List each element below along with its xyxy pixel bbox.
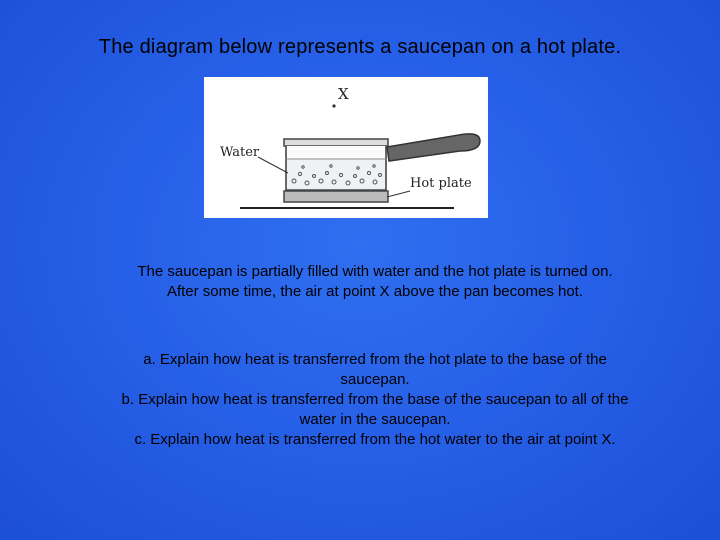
- saucepan-diagram: X Water Hot plate: [204, 77, 488, 218]
- intro-text: The saucepan is partially filled with wa…: [137, 263, 613, 300]
- question-list: a. Explain how heat is transferred from …: [110, 350, 640, 450]
- pan-handle: [386, 133, 481, 162]
- pan-rim: [283, 138, 389, 147]
- hot-plate: [283, 190, 389, 203]
- water-label: Water: [220, 145, 260, 160]
- slide-title: The diagram below represents a saucepan …: [98, 36, 622, 58]
- saucepan-drawing: [240, 104, 481, 209]
- hotplate-leader-line: [386, 190, 411, 198]
- question-c: c. Explain how heat is transferred from …: [134, 431, 616, 448]
- water-leader-line: [257, 156, 289, 174]
- question-b: b. Explain how heat is transferred from …: [121, 391, 629, 428]
- point-x-label: X: [338, 85, 349, 103]
- hot-plate-label: Hot plate: [410, 176, 472, 191]
- point-x-marker: [332, 104, 336, 108]
- question-a: a. Explain how heat is transferred from …: [143, 351, 607, 388]
- water-bubbles: [291, 164, 382, 186]
